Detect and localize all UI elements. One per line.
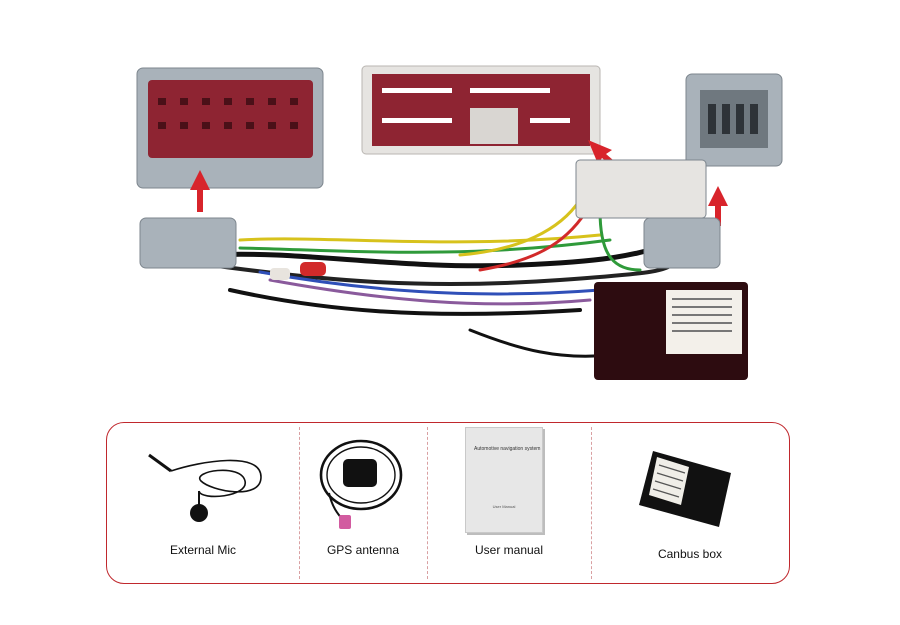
canbus-box-icon bbox=[639, 451, 731, 527]
accessory-gps-antenna: GPS antenna bbox=[299, 423, 427, 583]
gps-antenna-icon bbox=[319, 439, 403, 529]
connector-right-icon bbox=[685, 73, 783, 167]
microphone-icon bbox=[148, 453, 262, 522]
manual-cover-footer: User Manual bbox=[492, 504, 516, 509]
accessories-panel: External Mic GPS antenna Automotive navi… bbox=[106, 422, 790, 584]
item-label: External Mic bbox=[169, 543, 237, 557]
item-label: Canbus box bbox=[657, 547, 723, 561]
accessory-user-manual: Automotive navigation system User Manual… bbox=[427, 423, 591, 583]
connector-left-icon bbox=[136, 67, 324, 189]
manual-icon: Automotive navigation system User Manual bbox=[465, 427, 543, 533]
item-label: GPS antenna bbox=[326, 543, 400, 557]
accessory-canbus-box: Canbus box bbox=[591, 423, 789, 583]
accessory-external-mic: External Mic bbox=[107, 423, 299, 583]
divider bbox=[591, 427, 592, 579]
item-label: User manual bbox=[474, 543, 544, 557]
harness-photo bbox=[136, 65, 783, 380]
divider bbox=[427, 427, 428, 579]
canbus-decoder-icon bbox=[594, 282, 748, 380]
manual-cover-title: Automotive navigation system bbox=[474, 446, 541, 452]
divider bbox=[299, 427, 300, 579]
connector-center-icon bbox=[361, 65, 601, 155]
